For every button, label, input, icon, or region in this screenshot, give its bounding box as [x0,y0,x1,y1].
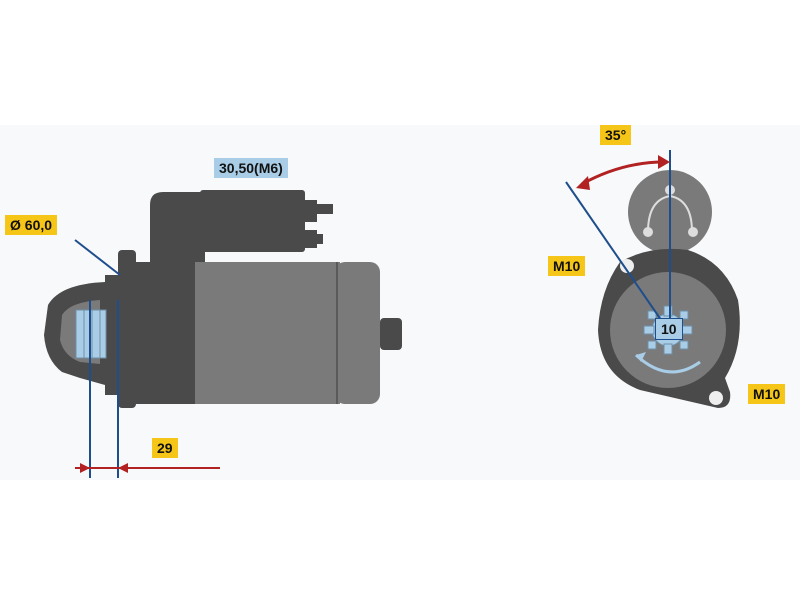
teeth-count-label: 10 [655,318,683,340]
rotation-arrow-head [636,352,646,362]
offset-label: 29 [152,438,178,458]
solenoid-terminal-upper [305,200,317,222]
end-pinion-tooth [643,325,655,335]
terminal-label: 30,50(M6) [214,158,288,178]
end-pinion-tooth [663,343,673,355]
end-pinion-tooth [679,340,689,350]
end-view-dimensions [565,150,671,335]
end-pinion-tooth [681,325,693,335]
angled-axis-line [565,181,669,331]
angle-label: 35° [600,125,632,145]
solenoid-terminal-lower [305,230,317,248]
rear-shaft-stub [380,318,402,350]
end-pinion-tooth [647,340,657,350]
bolt-label-right: M10 [748,384,786,404]
mounting-flange [118,250,136,408]
end-pinion-tooth [663,305,673,317]
drive-housing [135,262,195,404]
motor-housing [192,262,340,404]
solenoid-end-hole-right [688,227,698,237]
starter-side-view [44,190,402,408]
solenoid-stud-lower [317,234,323,244]
bolt-label-left: M10 [548,256,586,276]
solenoid-end-hole-left [643,227,653,237]
solenoid-stud-upper [317,204,333,214]
diameter-leader-line [74,239,121,276]
flange-ring [105,275,119,395]
side-view-dimensions [74,239,220,478]
end-pinion-tooth [679,310,689,320]
flange-bolt-hole-lower [709,391,723,405]
angle-arc-arrow-left [576,176,590,190]
angle-arc [581,160,665,186]
end-pinion-tooth [647,310,657,320]
flange-bolt-hole-upper [620,259,634,273]
motor-end-cap [335,262,380,404]
angle-arc-arrow-right [658,155,670,169]
solenoid-body [200,190,305,252]
offset-arrow-left [80,463,90,473]
diameter-label: Ø 60,0 [5,215,58,235]
offset-arrow-right [118,463,128,473]
